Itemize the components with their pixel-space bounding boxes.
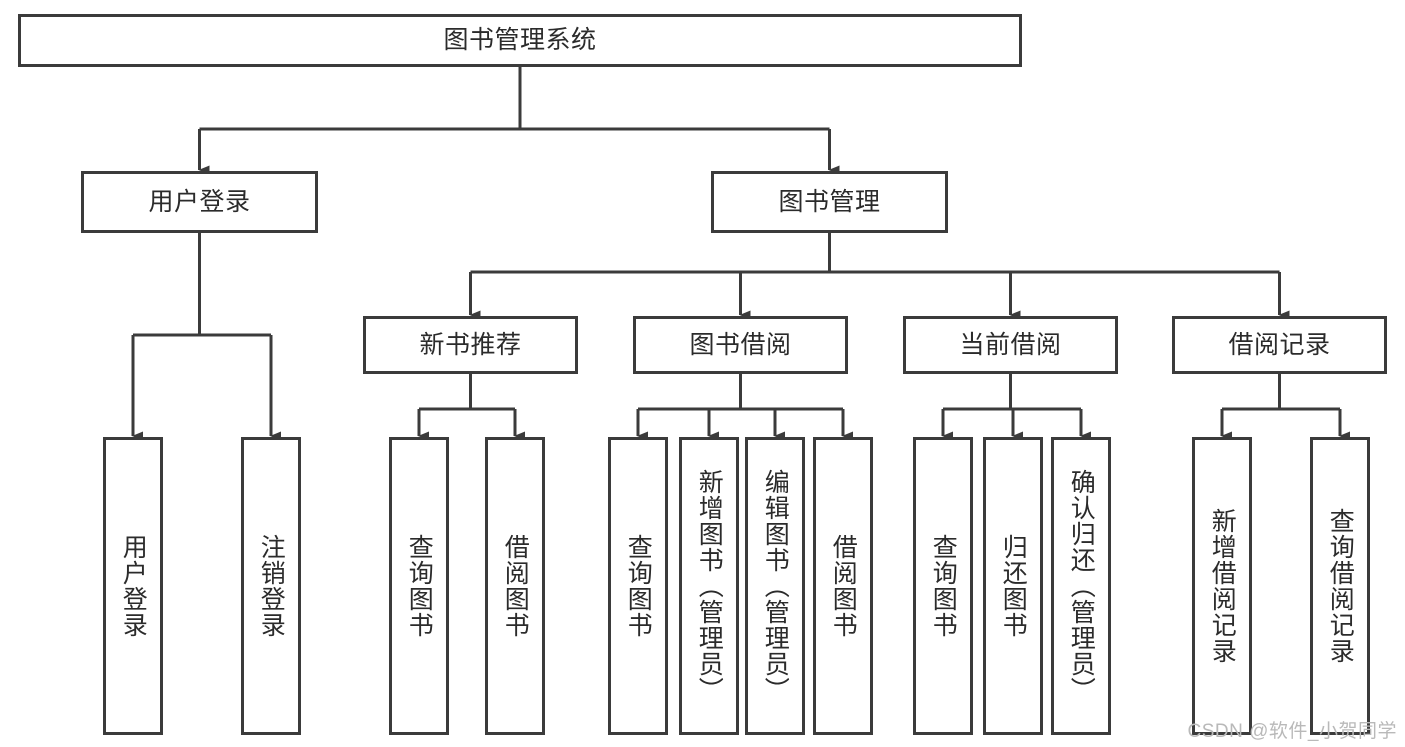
node-label-leaf-user-login: 用户登录 [119, 534, 148, 638]
node-leaf-add-rec[interactable]: 新增借阅记录 [1192, 437, 1252, 735]
node-label-leaf-add-rec: 新增借阅记录 [1208, 508, 1237, 664]
node-label-book-borrow: 图书借阅 [689, 330, 792, 359]
node-leaf-query-3[interactable]: 查询图书 [913, 437, 973, 735]
node-leaf-query-2[interactable]: 查询图书 [608, 437, 668, 735]
node-label-leaf-confirm: 确认归还（管理员） [1067, 469, 1096, 703]
node-label-root: 图书管理系统 [443, 26, 597, 55]
node-label-leaf-query-3: 查询图书 [929, 534, 958, 638]
node-label-leaf-return: 归还图书 [999, 534, 1028, 638]
node-root[interactable]: 图书管理系统 [18, 14, 1022, 67]
node-leaf-edit-book[interactable]: 编辑图书（管理员） [745, 437, 805, 735]
node-current-borrow[interactable]: 当前借阅 [903, 316, 1118, 374]
node-leaf-add-book[interactable]: 新增图书（管理员） [679, 437, 739, 735]
node-leaf-return[interactable]: 归还图书 [983, 437, 1043, 735]
node-leaf-logout[interactable]: 注销登录 [241, 437, 301, 735]
node-label-leaf-query-2: 查询图书 [624, 534, 653, 638]
node-label-leaf-add-book: 新增图书（管理员） [695, 469, 724, 703]
node-label-leaf-query-1: 查询图书 [405, 534, 434, 638]
node-leaf-borrow-2[interactable]: 借阅图书 [813, 437, 873, 735]
node-label-leaf-query-rec: 查询借阅记录 [1326, 508, 1355, 664]
node-book-manage[interactable]: 图书管理 [711, 171, 948, 233]
node-borrow-record[interactable]: 借阅记录 [1172, 316, 1387, 374]
edges-group [131, 67, 1350, 441]
node-label-leaf-borrow-1: 借阅图书 [501, 534, 530, 638]
node-label-leaf-edit-book: 编辑图书（管理员） [761, 469, 790, 703]
node-leaf-query-1[interactable]: 查询图书 [389, 437, 449, 735]
node-label-book-manage: 图书管理 [778, 187, 881, 216]
node-leaf-user-login[interactable]: 用户登录 [103, 437, 163, 735]
node-leaf-confirm[interactable]: 确认归还（管理员） [1051, 437, 1111, 735]
node-label-leaf-borrow-2: 借阅图书 [829, 534, 858, 638]
node-new-book-rec[interactable]: 新书推荐 [363, 316, 578, 374]
node-label-leaf-logout: 注销登录 [257, 534, 286, 638]
node-user-login[interactable]: 用户登录 [81, 171, 318, 233]
watermark-label: CSDN @软件_小贺同学 [1187, 721, 1397, 742]
node-label-new-book-rec: 新书推荐 [419, 330, 522, 359]
node-label-user-login: 用户登录 [148, 187, 251, 216]
node-leaf-query-rec[interactable]: 查询借阅记录 [1310, 437, 1370, 735]
node-label-borrow-record: 借阅记录 [1228, 330, 1331, 359]
node-book-borrow[interactable]: 图书借阅 [633, 316, 848, 374]
node-leaf-borrow-1[interactable]: 借阅图书 [485, 437, 545, 735]
node-label-current-borrow: 当前借阅 [959, 330, 1062, 359]
